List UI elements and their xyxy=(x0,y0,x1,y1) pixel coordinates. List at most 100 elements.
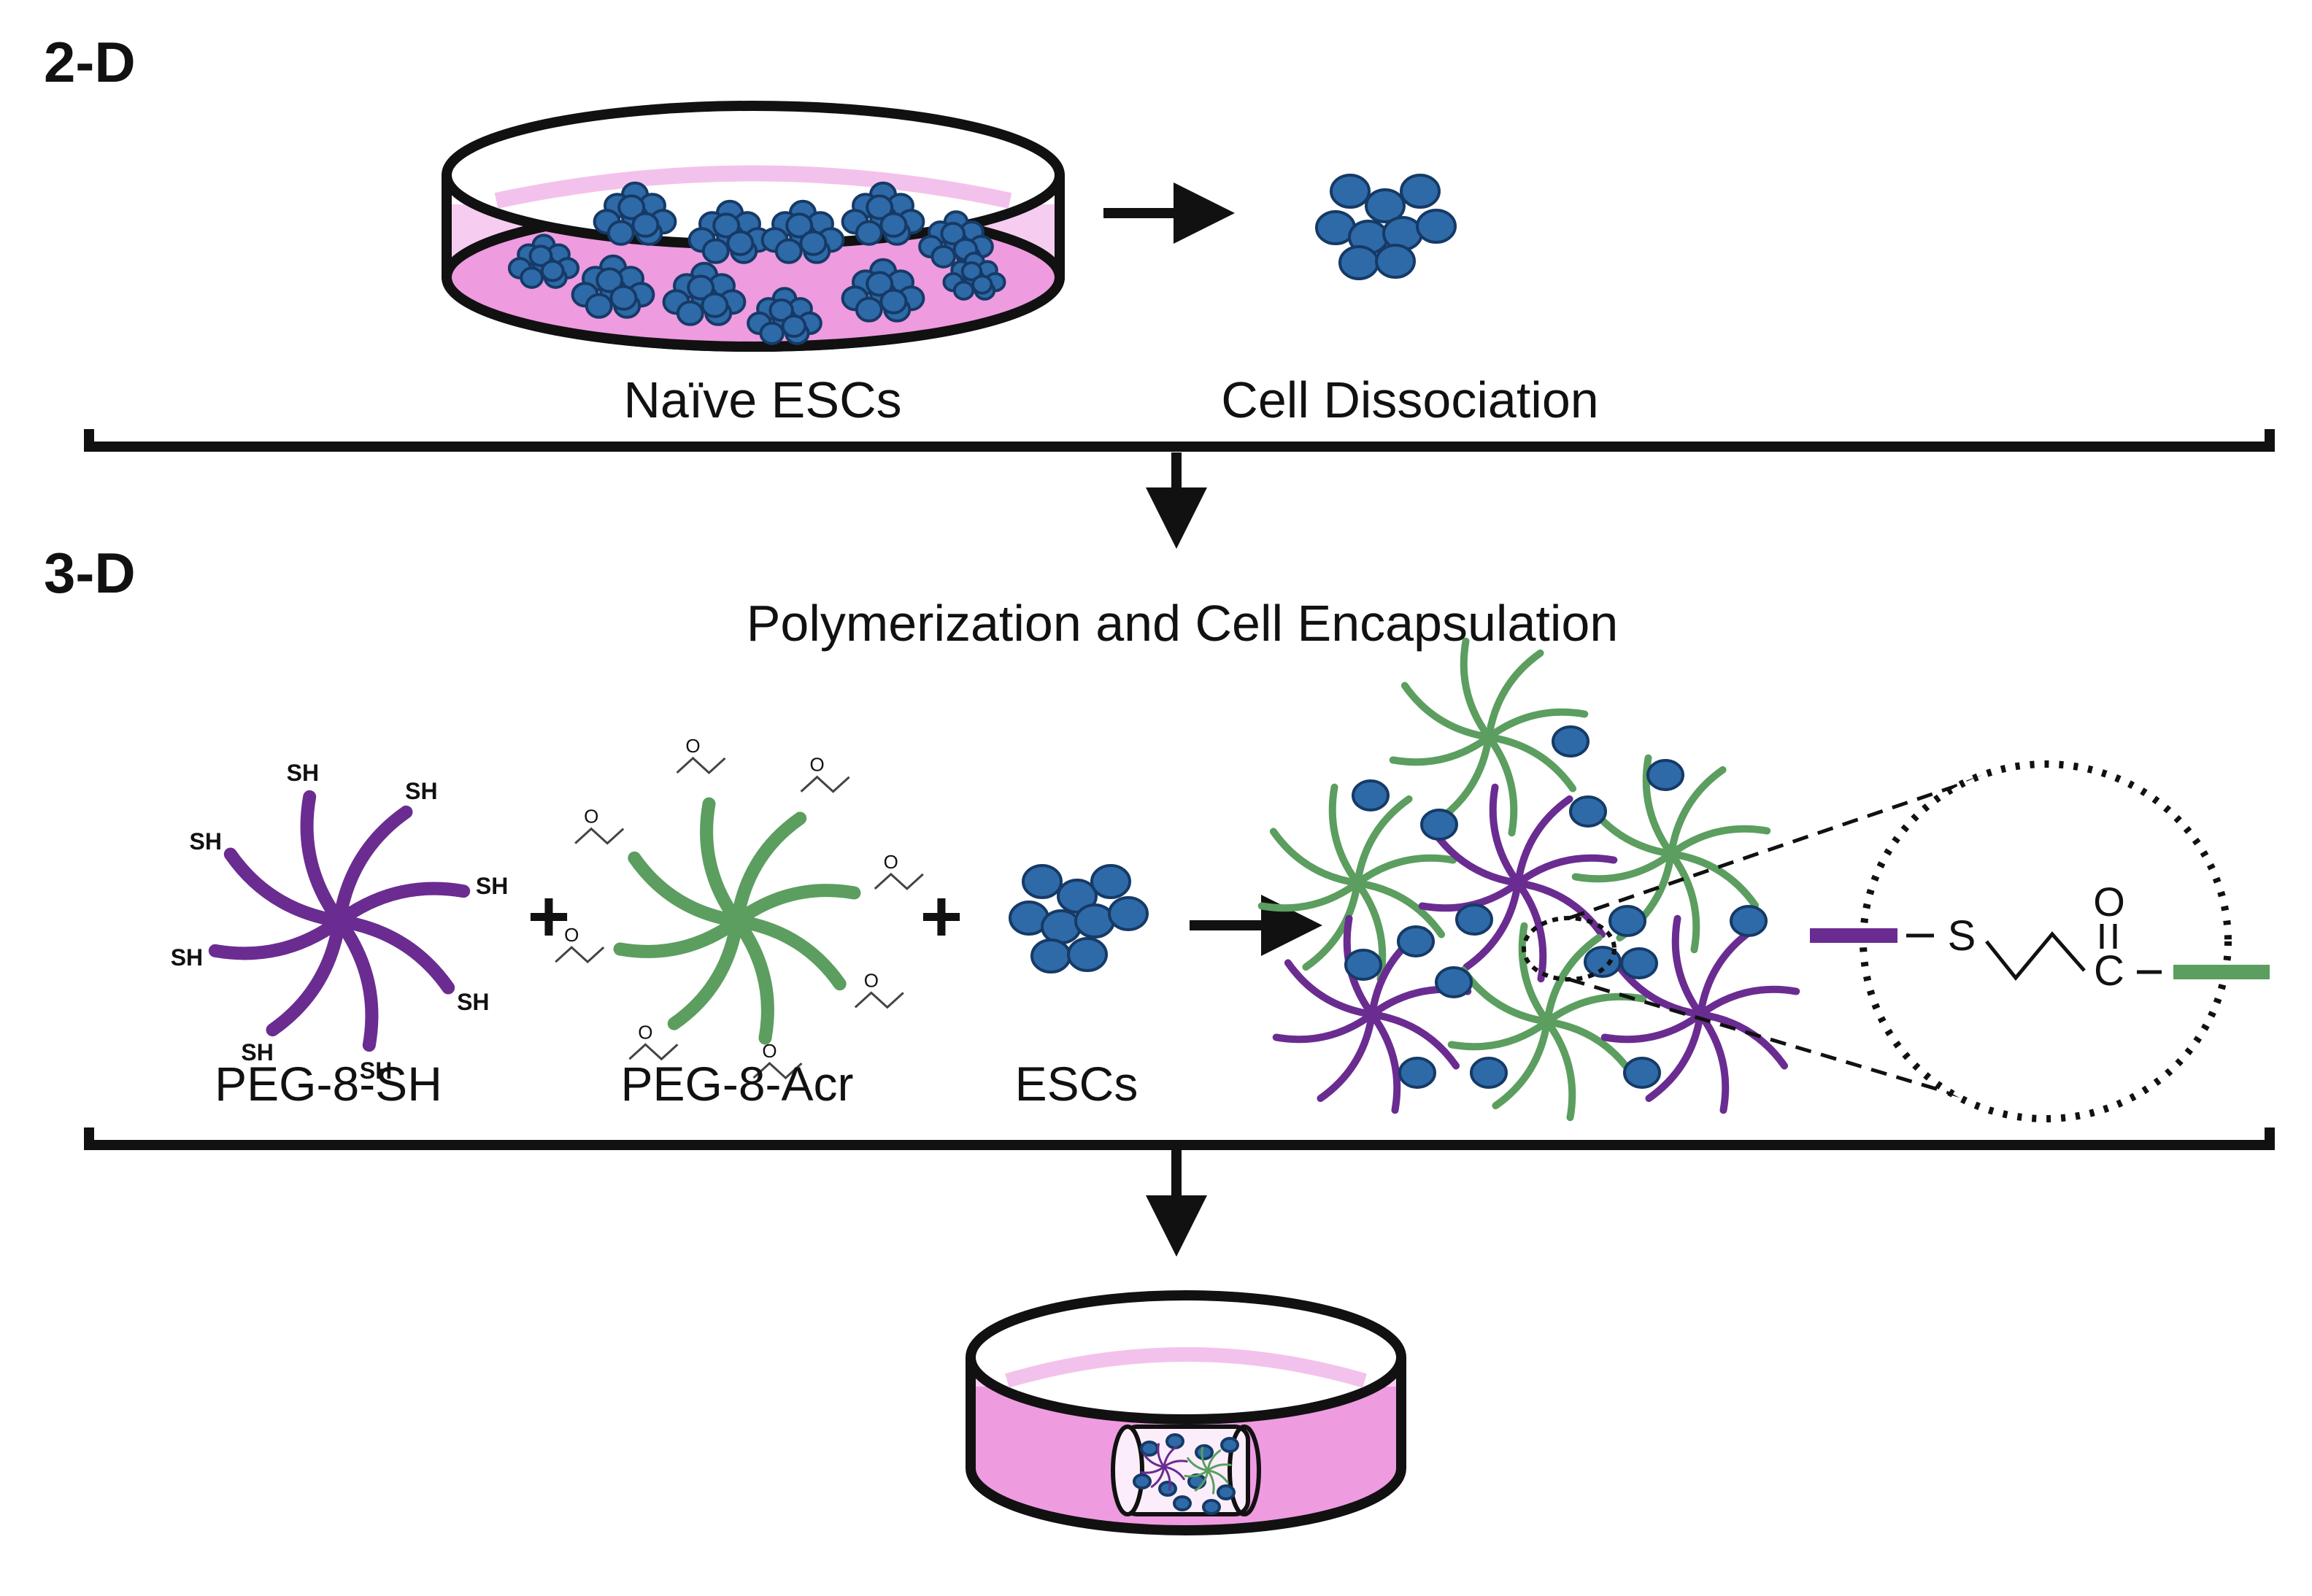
polymer-arm xyxy=(1485,649,1544,741)
polymer-arm xyxy=(1140,1465,1165,1474)
hydrogel-network xyxy=(1257,637,1800,1122)
acrylate-bond xyxy=(574,827,625,845)
polymer-arm xyxy=(1645,1011,1704,1103)
polymer-arm xyxy=(1257,879,1361,912)
polymer-arm xyxy=(1272,1011,1376,1044)
polymer-arm xyxy=(1460,637,1492,741)
plus-sign-1: + xyxy=(528,876,570,957)
cell xyxy=(1352,779,1390,812)
acrylate-oxygen-label: O xyxy=(884,851,898,873)
polymer-arm xyxy=(1163,1446,1178,1468)
cell xyxy=(520,266,544,289)
cell xyxy=(1165,1433,1184,1449)
cell xyxy=(960,261,983,282)
polymer-arm xyxy=(1544,992,1647,1025)
plus-sign-2: + xyxy=(920,876,963,957)
polymer-arm xyxy=(1544,933,1603,1025)
polymer-arm xyxy=(1697,985,1800,1018)
acrylate-oxygen-label: O xyxy=(584,806,598,828)
cell xyxy=(1646,759,1684,791)
polymer-arm xyxy=(333,914,379,1052)
cell xyxy=(940,222,966,246)
acrylate-oxygen-label: O xyxy=(864,969,879,991)
cell xyxy=(855,220,883,246)
cell xyxy=(952,280,975,301)
cell xyxy=(1202,1499,1221,1515)
cell xyxy=(879,212,908,238)
polymer-arm xyxy=(333,914,455,995)
polymer-arm xyxy=(1518,922,1551,1025)
cell xyxy=(1365,188,1406,223)
cell xyxy=(687,274,715,301)
acrylate-oxygen-label: O xyxy=(762,1040,777,1062)
cell xyxy=(768,298,794,323)
cell xyxy=(1195,1444,1214,1460)
acrylate-oxygen-label: O xyxy=(638,1021,652,1043)
thiol-group-label: SH xyxy=(405,778,437,804)
cell xyxy=(540,259,565,282)
cell xyxy=(701,238,730,264)
cell xyxy=(774,238,803,264)
polymer-arm xyxy=(1163,1460,1188,1468)
polymer-arm xyxy=(1463,879,1522,971)
bracket-3d xyxy=(84,1127,2275,1150)
cell-colonies xyxy=(507,181,1006,345)
thiol-group-label: SH xyxy=(457,989,489,1015)
polymer-arm xyxy=(1514,879,1547,983)
cell xyxy=(676,300,704,326)
cell xyxy=(1090,864,1131,899)
label-cell-dissociation: Cell Dissociation xyxy=(1221,371,1598,428)
polymer-arm xyxy=(223,847,346,928)
polymer-arm xyxy=(1668,825,1771,857)
acrylate-group: O xyxy=(854,969,904,1009)
polymer-arm xyxy=(1163,1465,1185,1481)
polymer-arm xyxy=(731,914,774,1045)
label-peg-8-acr: PEG-8-Acr xyxy=(620,1057,853,1111)
cell xyxy=(1416,209,1457,244)
network-node xyxy=(1389,637,1589,837)
acrylate-bond xyxy=(676,756,726,774)
cell xyxy=(1344,949,1382,981)
cell xyxy=(1220,1437,1239,1453)
mini-network-node xyxy=(1140,1443,1188,1491)
cell xyxy=(971,274,993,295)
polymer-arm xyxy=(1201,1446,1209,1472)
polymer-arm xyxy=(1184,1469,1209,1478)
polymer-arm xyxy=(667,914,744,1030)
cell xyxy=(1338,245,1379,280)
cell xyxy=(930,244,957,269)
peg-sh-arms xyxy=(208,790,471,1052)
cell xyxy=(1569,795,1607,828)
label-naive-escs: Naïve ESCs xyxy=(623,371,901,428)
acrylate-bond xyxy=(555,946,605,964)
polymer-arm xyxy=(1302,879,1361,971)
cell xyxy=(879,288,908,315)
polymer-arm xyxy=(1400,682,1492,741)
polymer-arm xyxy=(1150,1465,1165,1488)
cell xyxy=(1435,966,1473,998)
cell xyxy=(712,212,741,239)
title-polymerization: Polymerization and Cell Encapsulation xyxy=(747,595,1619,652)
atom-oxygen: O xyxy=(2093,879,2125,925)
polymer-arm xyxy=(1697,1011,1730,1114)
polymer-arm xyxy=(1206,1469,1229,1484)
polymer-arm xyxy=(1143,1453,1165,1468)
polymer-arm xyxy=(1544,1018,1576,1122)
polymer-arm xyxy=(333,882,471,928)
thiol-group-label: SH xyxy=(171,944,203,971)
acrylate-group: O xyxy=(628,1021,679,1061)
polymer-arm xyxy=(1389,733,1492,766)
cell xyxy=(596,267,624,293)
cell xyxy=(606,220,635,246)
acrylate-group: O xyxy=(676,735,726,774)
cell xyxy=(799,230,828,256)
thiol-group-label: SH xyxy=(189,828,221,855)
polymer-arm xyxy=(1157,1443,1165,1468)
cell xyxy=(1041,909,1082,944)
cell xyxy=(1375,244,1416,279)
polymer-arm xyxy=(1284,959,1376,1018)
atom-carbon: C xyxy=(2094,947,2124,995)
cell xyxy=(609,285,638,311)
polymer-arm xyxy=(1447,1018,1551,1051)
